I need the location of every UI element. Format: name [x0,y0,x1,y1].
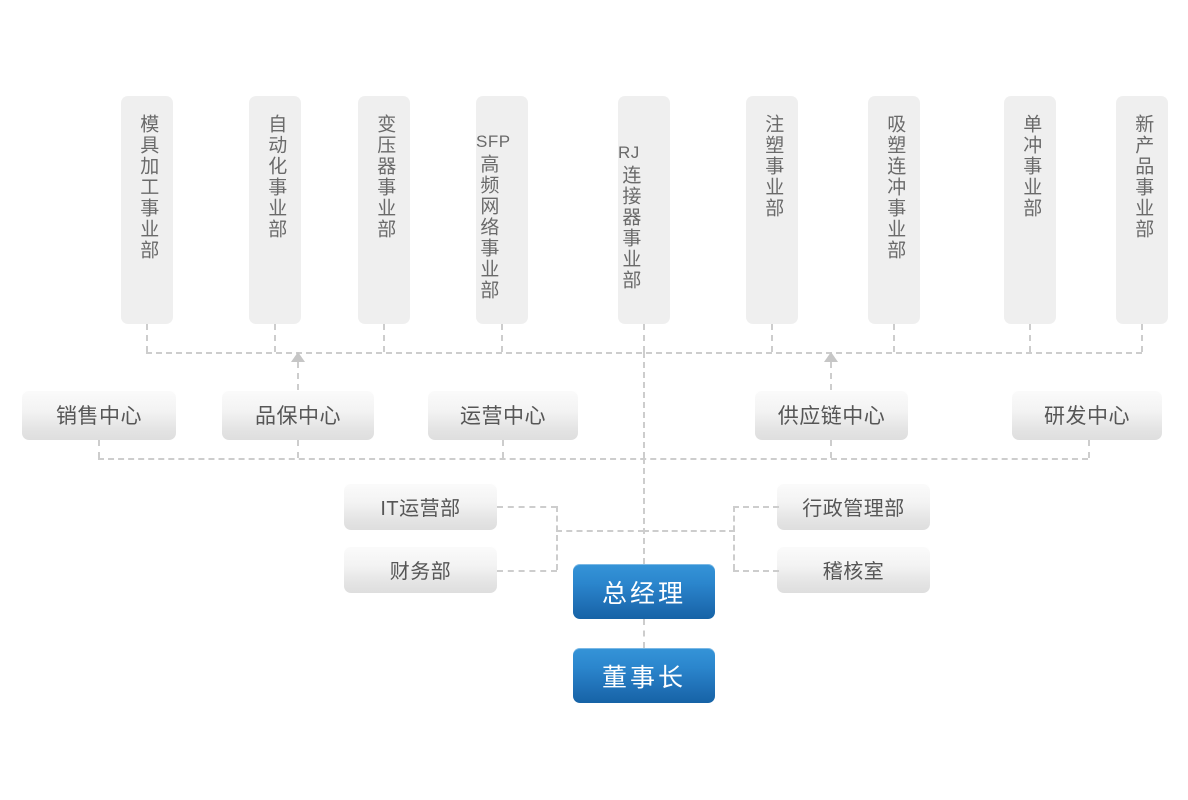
connector-center-operation [502,440,504,458]
spine-lower [643,458,645,564]
division-prefix: RJ [618,142,640,162]
staff-label: 行政管理部 [802,498,905,520]
division-box-sfp[interactable]: SFP 高频网络事业部 [476,96,528,324]
connector-finance-out [497,570,557,572]
division-box-newproduct[interactable]: 新产品事业部 [1116,96,1168,324]
connector-division-rj [643,324,645,352]
connector-center-supply [830,440,832,458]
center-box-rnd[interactable]: 研发中心 [1012,390,1162,440]
division-label: 新产品事业部 [1132,114,1154,240]
center-box-operation[interactable]: 运营中心 [428,390,578,440]
connector-division-transformer [383,324,385,352]
division-box-injection[interactable]: 注塑事业部 [746,96,798,324]
division-prefix: SFP [476,132,511,151]
staff-label: IT运营部 [380,498,461,520]
division-label: 变压器事业部 [374,114,396,240]
division-label: 单冲事业部 [1020,114,1042,219]
division-label: 模具加工事业部 [137,114,159,261]
center-label: 运营中心 [460,405,546,428]
center-label: 品保中心 [255,405,341,428]
staff-box-admin[interactable]: 行政管理部 [777,483,930,530]
center-box-sales[interactable]: 销售中心 [22,390,176,440]
division-box-automation[interactable]: 自动化事业部 [249,96,301,324]
exec-box-chairman[interactable]: 董事长 [573,648,715,703]
division-label: 注塑事业部 [762,114,784,219]
connector-right-bracket [733,506,735,570]
staff-box-audit[interactable]: 稽核室 [777,546,930,593]
connector-center-rnd [1088,440,1090,458]
connector-admin-out [733,506,779,508]
center-label: 销售中心 [56,405,142,428]
division-label: 高频网络事业部 [477,154,499,301]
bus-line-centers [98,458,1088,460]
division-box-stamping[interactable]: 单冲事业部 [1004,96,1056,324]
exec-box-general-manager[interactable]: 总经理 [573,564,715,619]
exec-label: 总经理 [601,579,686,608]
connector-quality-to-bus [297,362,299,390]
division-label: 吸塑连冲事业部 [884,114,906,261]
connector-division-sfp [501,324,503,352]
arrow-up-icon-supply [824,352,838,362]
center-label: 研发中心 [1044,405,1130,428]
connector-left-bracket [556,506,558,570]
connector-center-quality [297,440,299,458]
connector-center-sales [98,440,100,458]
connector-supply-to-bus [830,362,832,390]
connector-division-newproduct [1141,324,1143,352]
division-box-rj[interactable]: RJ 连接器事业部 [618,96,670,324]
staff-label: 财务部 [389,561,452,583]
center-box-supply[interactable]: 供应链中心 [755,390,908,440]
division-box-transformer[interactable]: 变压器事业部 [358,96,410,324]
connector-division-mold [146,324,148,352]
center-box-quality[interactable]: 品保中心 [222,390,374,440]
connector-gm-to-chairman [643,619,645,648]
connector-audit-out [733,570,779,572]
connector-right-to-spine [643,530,735,532]
exec-label: 董事长 [601,663,686,692]
division-box-blister[interactable]: 吸塑连冲事业部 [868,96,920,324]
connector-division-automation [274,324,276,352]
division-box-mold[interactable]: 模具加工事业部 [121,96,173,324]
connector-left-to-spine [556,530,644,532]
connector-division-blister [893,324,895,352]
arrow-up-icon-quality [291,352,305,362]
connector-division-injection [771,324,773,352]
staff-box-finance[interactable]: 财务部 [344,546,497,593]
staff-box-it[interactable]: IT运营部 [344,483,497,530]
division-label: 自动化事业部 [265,114,287,240]
spine-upper [643,352,645,458]
center-label: 供应链中心 [777,405,886,428]
division-label: 连接器事业部 [619,164,641,291]
connector-it-out [497,506,557,508]
connector-division-stamping [1029,324,1031,352]
staff-label: 稽核室 [822,561,885,583]
